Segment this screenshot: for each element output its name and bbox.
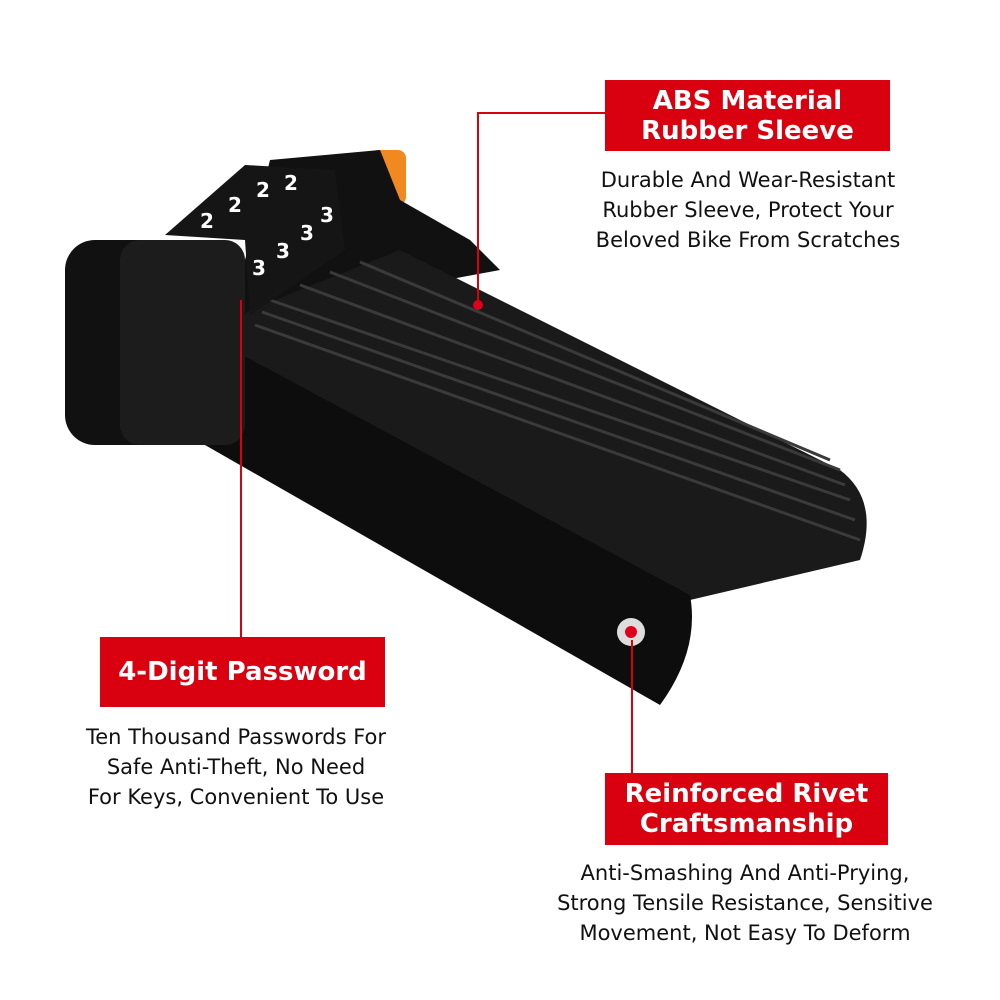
rivet-center	[625, 626, 637, 638]
leader-line	[477, 112, 605, 114]
combination-dials: 2 2 2 2 3 3 3 3	[200, 171, 334, 280]
description-line: Ten Thousand Passwords For	[85, 725, 387, 749]
title-line: Reinforced Rivet	[624, 779, 869, 809]
svg-text:3: 3	[320, 203, 334, 227]
svg-text:3: 3	[300, 221, 314, 245]
ribs	[254, 260, 861, 542]
description-line: Strong Tensile Resistance, Sensitive	[557, 891, 933, 915]
title-line: ABS Material	[652, 85, 843, 116]
description-line: Rubber Sleeve, Protect Your	[602, 198, 894, 222]
callout-title-rivet: Reinforced Rivet Craftsmanship	[605, 773, 888, 845]
dial-housing	[165, 165, 345, 315]
callout-title-password: 4-Digit Password	[100, 637, 385, 707]
callout-dot-sleeve	[473, 300, 483, 310]
description-line: For Keys, Convenient To Use	[87, 785, 385, 809]
svg-text:2: 2	[228, 193, 242, 217]
svg-text:2: 2	[284, 171, 298, 195]
lock-front-face	[205, 335, 692, 705]
callout-title-sleeve: ABS Material Rubber Sleeve	[605, 80, 890, 151]
svg-text:3: 3	[252, 256, 266, 280]
svg-text:3: 3	[276, 239, 290, 263]
title-line: Craftsmanship	[639, 809, 854, 839]
description-line: Durable And Wear-Resistant	[600, 168, 896, 192]
lock-head-face	[120, 240, 245, 445]
description-line: Movement, Not Easy To Deform	[579, 921, 911, 945]
description-line: Safe Anti-Theft, No Need	[106, 755, 366, 779]
leader-line	[631, 640, 633, 773]
callout-description-rivet: Anti-Smashing And Anti-Prying, Strong Te…	[520, 858, 970, 948]
svg-text:2: 2	[200, 209, 214, 233]
callout-description-password: Ten Thousand Passwords For Safe Anti-The…	[36, 722, 436, 812]
description-line: Anti-Smashing And Anti-Prying,	[580, 861, 910, 885]
leader-line	[240, 300, 242, 637]
callout-description-sleeve: Durable And Wear-Resistant Rubber Sleeve…	[548, 165, 948, 255]
svg-text:2: 2	[256, 178, 270, 202]
title-line: 4-Digit Password	[118, 657, 367, 687]
title-line: Rubber Sleeve	[641, 115, 854, 146]
leader-line	[477, 112, 479, 304]
description-line: Beloved Bike From Scratches	[595, 228, 901, 252]
